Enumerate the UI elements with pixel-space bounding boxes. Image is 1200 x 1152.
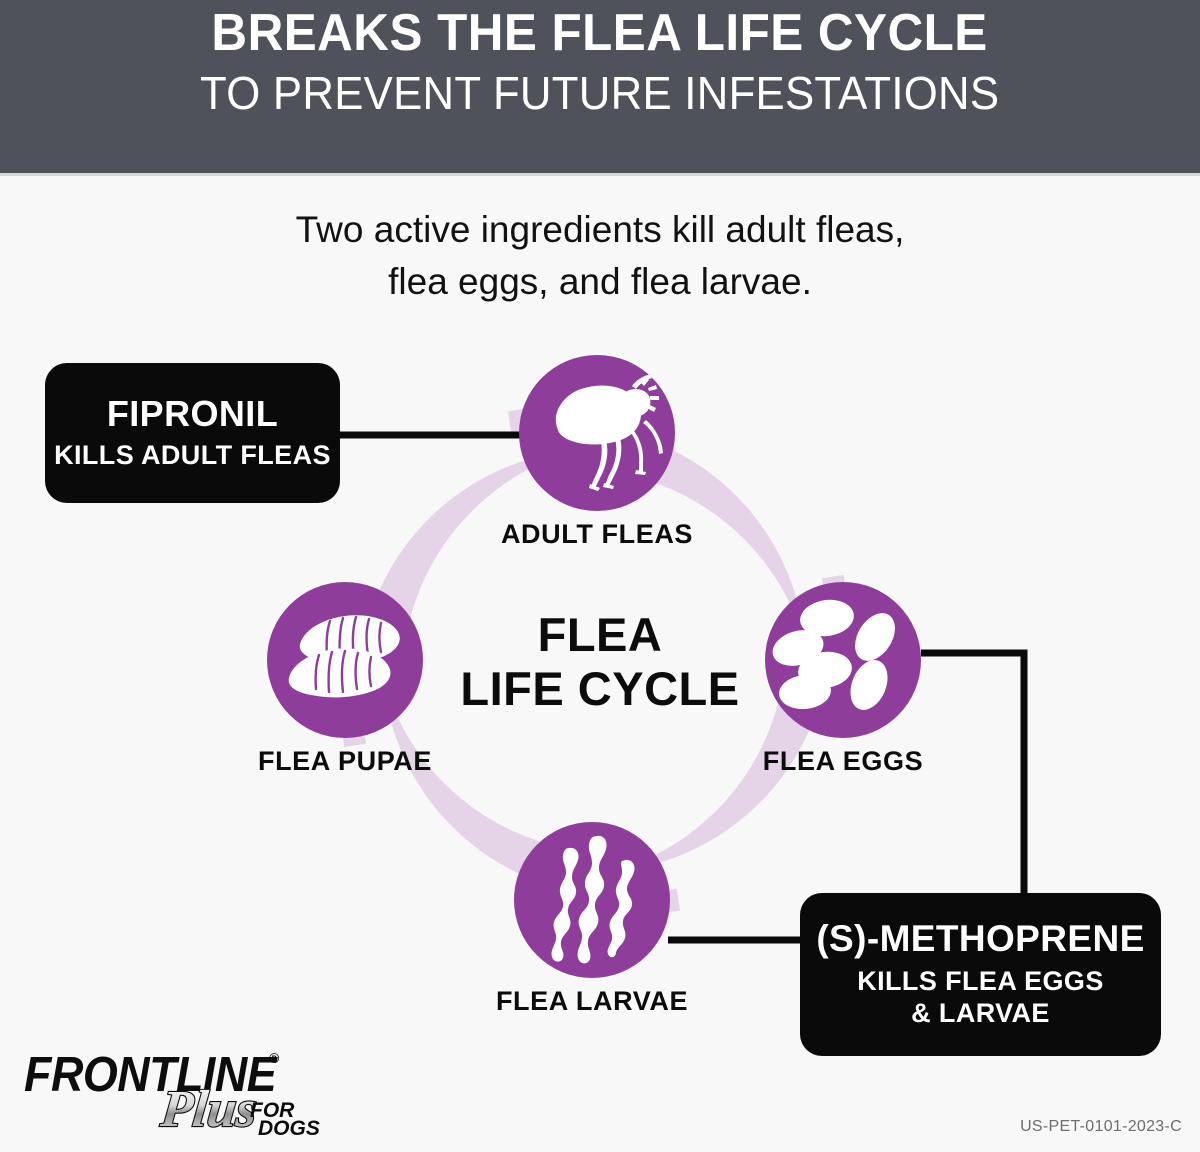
stage-label-flea-larvae: FLEA LARVAE	[495, 986, 689, 1016]
ingredient-subtitle-fipronil-line1: KILLS ADULT FLEAS	[54, 440, 331, 471]
logo-word-plus: Plus	[156, 1080, 261, 1139]
subhead-line2: flea eggs, and flea larvae.	[388, 260, 812, 302]
footer-reference-code: US-PET-0101-2023-C	[1020, 1118, 1182, 1135]
ingredient-box-fipronil[interactable]: FIPRONIL KILLS ADULT FLEAS	[45, 363, 340, 503]
stage-circle-flea-larvae	[514, 822, 670, 978]
stage-node-flea-pupae[interactable]: FLEA PUPAE	[258, 582, 431, 776]
header-title-line1: BREAKS THE FLEA LIFE CYCLE	[211, 4, 989, 62]
flea-larvae-icon	[551, 835, 635, 964]
logo-word-frontline: FRONTLINE	[24, 1046, 278, 1101]
ingredient-subtitle-fipronil: KILLS ADULT FLEAS	[54, 440, 331, 472]
cycle-center-title: FLEA LIFE CYCLE	[0, 608, 1200, 716]
stage-circle-flea-pupae	[267, 582, 423, 738]
stage-node-adult-fleas[interactable]: ADULT FLEAS	[501, 355, 692, 549]
logo-word-dogs: DOGS	[258, 1117, 320, 1138]
stage-node-flea-eggs[interactable]: FLEA EGGS	[763, 582, 923, 776]
ingredient-subtitle-methoprene-line1: KILLS FLEA EGGS	[857, 966, 1104, 997]
frontline-plus-logo: FRONTLINE ® Plus FOR DOGS	[22, 1046, 362, 1140]
subhead-line1: Two active ingredients kill adult fleas,	[295, 209, 905, 250]
svg-text:Plus: Plus	[157, 1081, 259, 1138]
stage-node-flea-larvae[interactable]: FLEA LARVAE	[496, 822, 687, 1016]
stage-label-flea-pupae: FLEA PUPAE	[257, 746, 433, 776]
flea-pupae-icon	[288, 615, 400, 698]
cycle-center-title-line2: LIFE CYCLE	[460, 662, 740, 716]
stage-label-adult-fleas: ADULT FLEAS	[500, 519, 694, 549]
stage-circle-flea-eggs	[765, 582, 921, 738]
header-title-line2: TO PREVENT FUTURE INFESTATIONS	[200, 66, 1000, 119]
subhead-text: Two active ingredients kill adult fleas,…	[0, 204, 1200, 308]
ingredient-title-fipronil: FIPRONIL	[106, 392, 279, 434]
cycle-center-title-line1: FLEA	[537, 608, 663, 661]
ingredient-subtitle-methoprene: KILLS FLEA EGGS & LARVAE	[857, 966, 1104, 1030]
ingredient-title-methoprene: (S)-METHOPRENE	[816, 917, 1145, 959]
stage-label-flea-eggs: FLEA EGGS	[762, 746, 924, 776]
flea-icon	[555, 374, 663, 491]
flea-eggs-icon	[772, 599, 895, 710]
connector-eggs-to-methoprene	[921, 649, 1028, 897]
stage-circle-adult-fleas	[519, 355, 675, 511]
header-banner: BREAKS THE FLEA LIFE CYCLE TO PREVENT FU…	[0, 0, 1200, 173]
logo-word-for: FOR	[250, 1099, 295, 1122]
ingredient-box-methoprene[interactable]: (S)-METHOPRENE KILLS FLEA EGGS & LARVAE	[800, 893, 1161, 1056]
logo-registered-mark: ®	[269, 1050, 280, 1066]
header-divider	[0, 173, 1200, 176]
ingredient-subtitle-methoprene-line2: & LARVAE	[911, 998, 1050, 1029]
frontline-logo-mark: FRONTLINE ® Plus FOR DOGS	[24, 1046, 320, 1140]
